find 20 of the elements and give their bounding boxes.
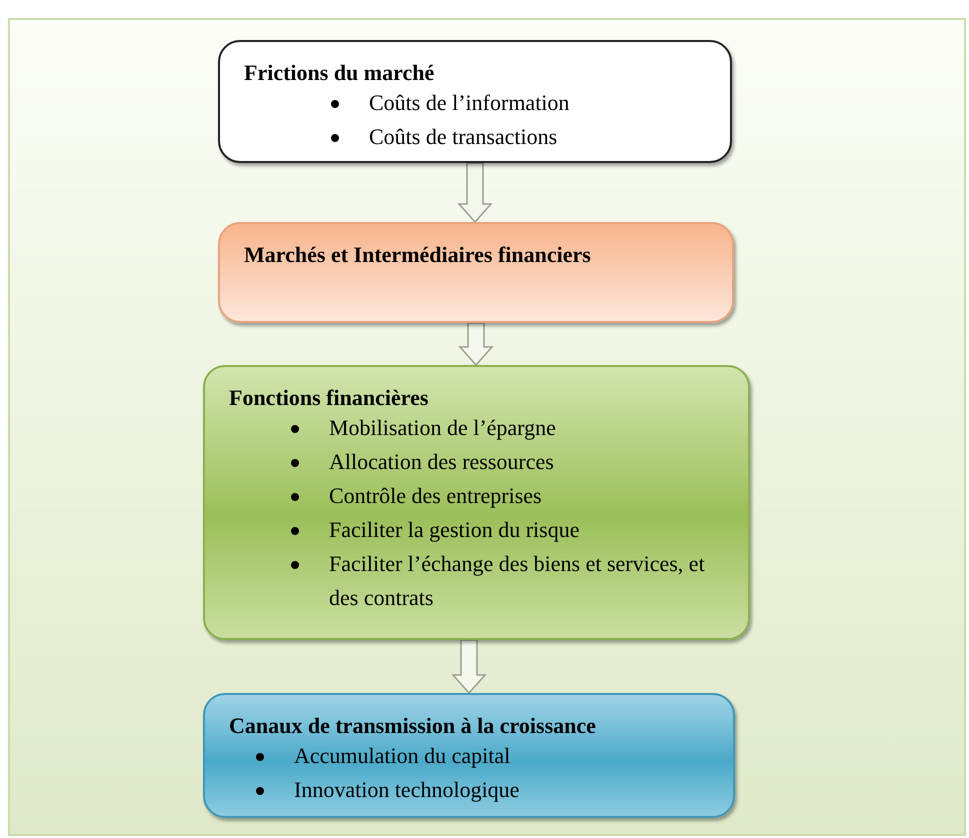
- bullet-item: Innovation technologique: [254, 773, 709, 807]
- box-heading: Frictions du marché: [244, 60, 436, 86]
- bullet-item: Mobilisation de l’épargne: [289, 411, 724, 445]
- process-box: [203, 365, 750, 640]
- block-arrow: [457, 162, 493, 224]
- bullet-item: Contrôle des entreprises: [289, 479, 724, 513]
- bullet-item: Accumulation du capital: [254, 739, 709, 773]
- process-box: [218, 222, 734, 323]
- block-arrow: [458, 322, 494, 366]
- block-arrow: [451, 639, 487, 694]
- box-heading: Canaux de transmission à la croissance: [229, 713, 597, 739]
- bullet-item: Coûts de l’information: [329, 86, 706, 120]
- box-heading: Fonctions financières: [229, 385, 430, 411]
- box-heading: Marchés et Intermédiaires financiers: [244, 242, 592, 268]
- process-box: [203, 693, 735, 818]
- bullet-item: Allocation des ressources: [289, 445, 724, 479]
- bullet-item: Coûts de transactions: [329, 120, 706, 154]
- bullet-item: Faciliter la gestion du risque: [289, 513, 724, 547]
- bullet-item: Faciliter l’échange des biens et services, et des contrats: [289, 547, 724, 615]
- process-box: [218, 40, 732, 163]
